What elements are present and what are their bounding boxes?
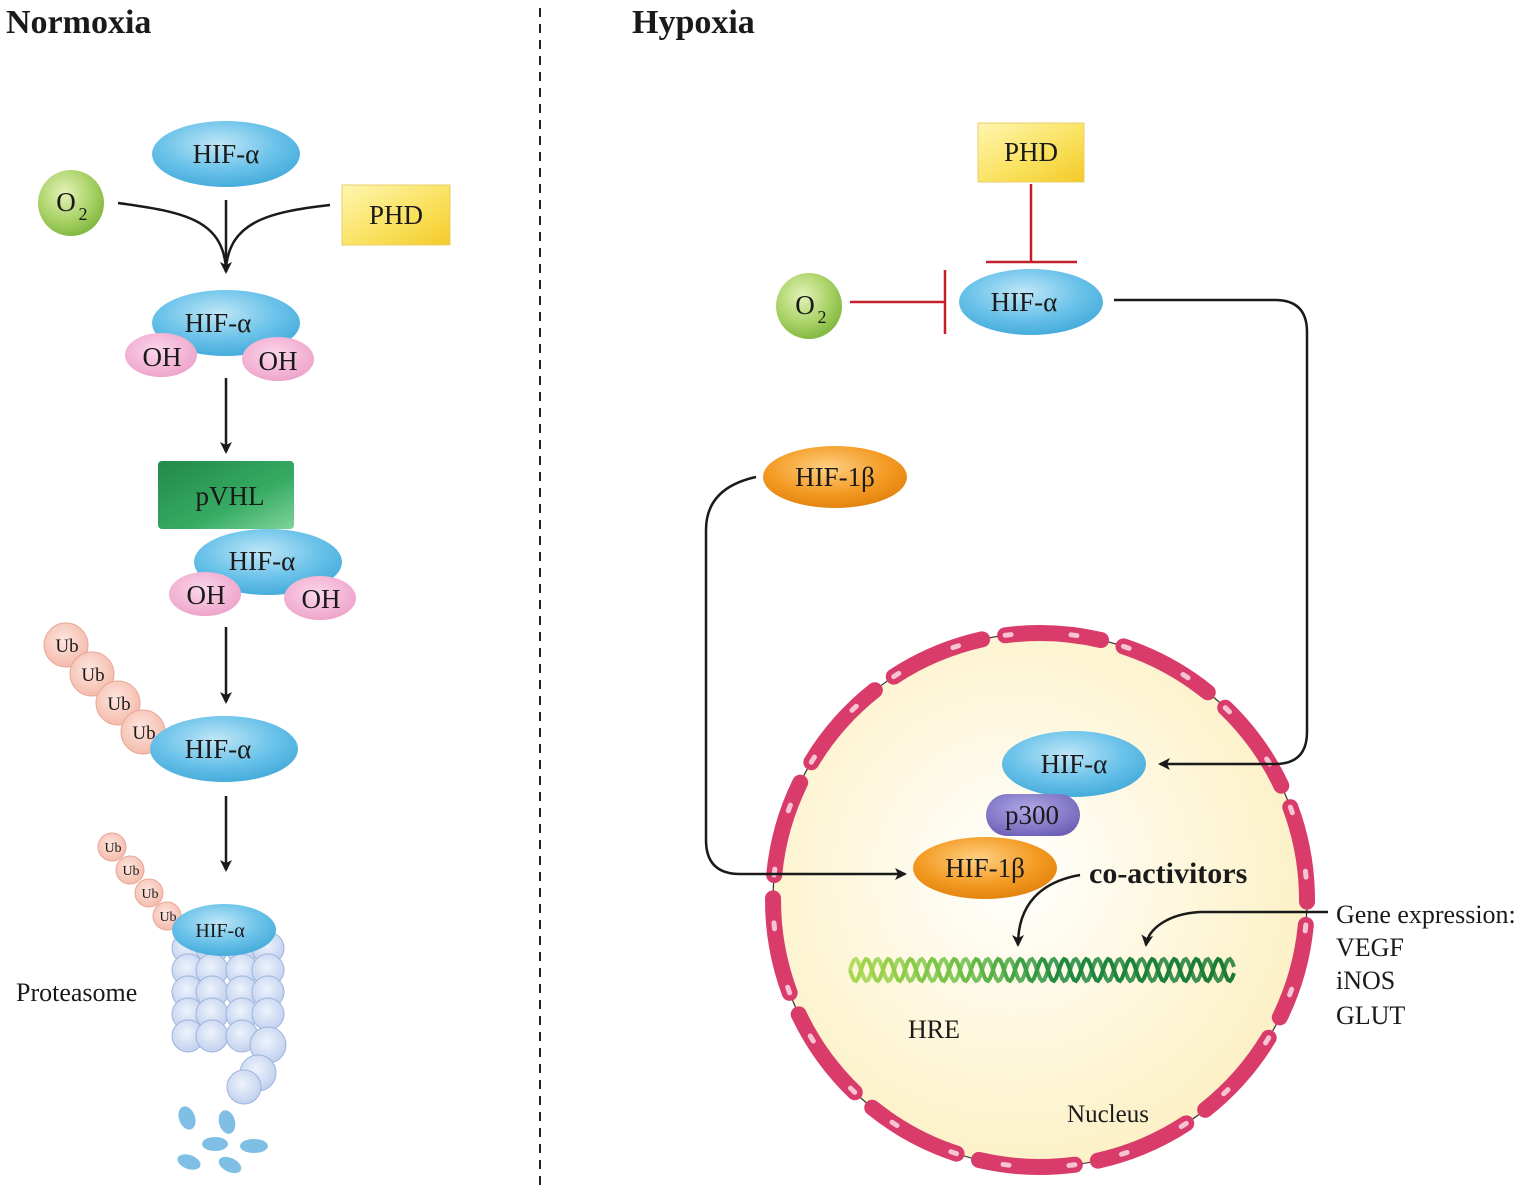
svg-text:HIF-α: HIF-α [195, 920, 245, 942]
o2-node-normoxia: O 2 [38, 170, 104, 236]
hypoxia-heading: Hypoxia [632, 4, 755, 41]
svg-text:OH: OH [259, 346, 298, 376]
hif-alpha-node-hypoxia: HIF-α [959, 269, 1103, 335]
svg-text:PHD: PHD [1004, 137, 1058, 167]
membrane-segment [970, 1151, 1083, 1175]
proteasome-subunit [251, 997, 285, 1031]
ubiquitinated-hif-alpha-small: Ub Ub Ub Ub HIF-α [97, 832, 276, 956]
proteasome [171, 931, 287, 1105]
nucleus-label: Nucleus [1067, 1101, 1149, 1128]
coactivators-label: co-activitors [1089, 857, 1247, 890]
hif-1beta-node-cytoplasm: HIF-1β [763, 446, 907, 508]
gene-expression-title: Gene expression: [1336, 900, 1516, 929]
svg-text:HIF-α: HIF-α [193, 139, 260, 169]
svg-text:pVHL: pVHL [196, 481, 265, 511]
svg-text:OH: OH [143, 342, 182, 372]
svg-text:2: 2 [79, 204, 88, 224]
svg-text:O: O [56, 187, 76, 217]
svg-text:HIF-α: HIF-α [185, 734, 252, 764]
normoxia-heading: Normoxia [6, 4, 151, 41]
proteasome-label: Proteasome [16, 978, 137, 1007]
svg-text:Ub: Ub [141, 887, 158, 902]
svg-text:PHD: PHD [369, 200, 423, 230]
svg-text:HIF-1β: HIF-1β [795, 462, 875, 492]
svg-text:Ub: Ub [132, 723, 155, 744]
svg-text:Ub: Ub [81, 665, 104, 686]
svg-text:HIF-1β: HIF-1β [945, 853, 1025, 883]
proteasome-subunit [195, 1019, 229, 1053]
svg-text:Ub: Ub [159, 910, 176, 925]
phd-node-normoxia: PHD [341, 184, 451, 246]
svg-text:HIF-α: HIF-α [991, 287, 1058, 317]
ubiquitinated-hif-alpha: Ub Ub Ub Ub HIF-α [43, 622, 298, 782]
o2-node-hypoxia: O 2 [776, 273, 842, 339]
phd-converging-curve [224, 203, 331, 269]
svg-text:OH: OH [187, 580, 226, 610]
svg-text:Ub: Ub [122, 864, 139, 879]
svg-text:OH: OH [302, 584, 341, 614]
svg-text:Ub: Ub [55, 636, 78, 657]
hif-1beta-node-nuclear: HIF-1β [913, 837, 1057, 899]
gene-vegf: VEGF [1336, 933, 1404, 962]
hydroxylated-hif-alpha: HIF-α OH OH [125, 290, 314, 381]
svg-text:O: O [795, 290, 815, 320]
phd-node-hypoxia: PHD [977, 122, 1085, 183]
coactivators-arrow [1012, 873, 1081, 947]
pvhl-complex: pVHL HIF-α OH OH [158, 461, 356, 620]
hre-label: HRE [908, 1015, 960, 1044]
hif-1beta-translocation-arrow [704, 475, 907, 880]
nuclear-membrane [765, 625, 1315, 1175]
gene-expression-arrow [1141, 910, 1328, 947]
svg-text:Ub: Ub [107, 694, 130, 715]
nucleus [765, 625, 1315, 1175]
svg-text:Ub: Ub [104, 841, 121, 856]
svg-text:p300: p300 [1005, 800, 1059, 830]
hif-alpha-node-nuclear: HIF-α [1002, 731, 1146, 797]
hre-dna-helix [848, 956, 1236, 984]
svg-text:HIF-α: HIF-α [1041, 749, 1108, 779]
membrane-segment [997, 625, 1110, 649]
degradation-fragments [177, 1106, 268, 1174]
p300-node: p300 [986, 794, 1080, 836]
svg-text:2: 2 [818, 307, 827, 327]
o2-converging-curve [117, 201, 228, 269]
svg-text:HIF-α: HIF-α [185, 308, 252, 338]
gene-glut: GLUT [1336, 1001, 1405, 1030]
hif-alpha-translocation-arrow [1114, 298, 1309, 770]
gene-inos: iNOS [1336, 966, 1395, 995]
svg-text:HIF-α: HIF-α [229, 546, 296, 576]
gene-expression-list: Gene expression: VEGF iNOS GLUT [1336, 900, 1516, 1030]
hif-alpha-node-1: HIF-α [152, 121, 300, 187]
